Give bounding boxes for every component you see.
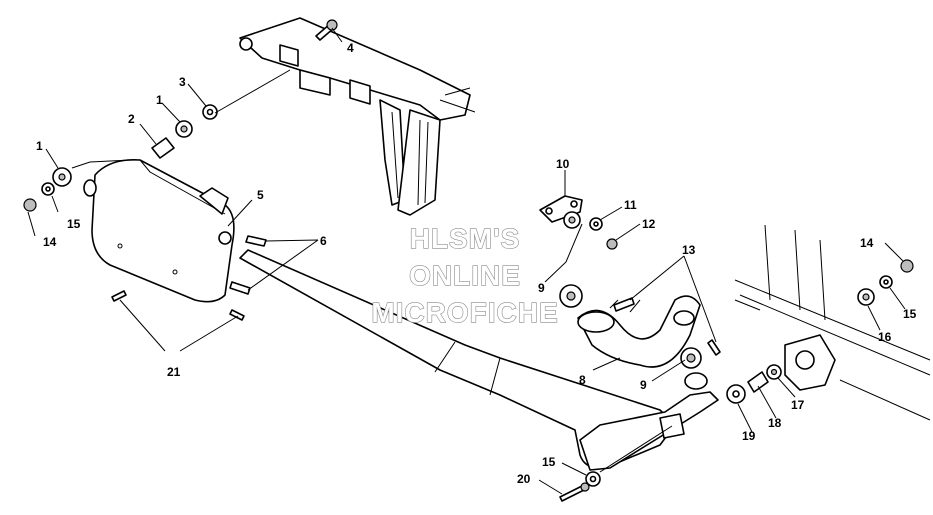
callout-15: 15 <box>903 307 917 321</box>
watermark-line-3: MICROFICHE <box>371 297 558 328</box>
callout-19: 19 <box>742 429 756 443</box>
frame-top <box>239 17 476 216</box>
head-pipe <box>577 295 701 368</box>
callout-17: 17 <box>791 398 805 412</box>
watermark: HLSM'S ONLINE MICROFICHE <box>371 222 559 328</box>
callout-9: 9 <box>640 378 647 392</box>
callout-4: 4 <box>347 41 354 55</box>
tailpipe <box>239 249 719 471</box>
callout-18: 18 <box>768 416 782 430</box>
callout-12: 12 <box>642 217 656 231</box>
callout-5: 5 <box>257 188 264 202</box>
callout-20: 20 <box>517 472 531 486</box>
callout-9: 9 <box>538 281 545 295</box>
callout-16: 16 <box>878 330 892 344</box>
callout-labels: 4 3 1 2 1 15 14 5 6 21 10 11 12 13 9 8 9… <box>36 41 917 486</box>
callout-10: 10 <box>556 157 570 171</box>
muffler <box>83 158 235 303</box>
callout-13: 13 <box>682 243 696 257</box>
leader-lines <box>27 27 906 495</box>
callout-2: 2 <box>128 112 135 126</box>
callout-15: 15 <box>67 217 81 231</box>
watermark-line-1: HLSM'S <box>410 223 521 254</box>
callout-1: 1 <box>36 139 43 153</box>
callout-11: 11 <box>624 198 637 212</box>
callout-14: 14 <box>43 235 57 249</box>
callout-21: 21 <box>167 365 181 379</box>
callout-15: 15 <box>542 455 556 469</box>
hardware <box>23 19 914 502</box>
watermark-line-2: ONLINE <box>409 260 521 291</box>
callout-1: 1 <box>156 93 163 107</box>
frame-right <box>734 224 931 421</box>
callout-14: 14 <box>860 236 874 250</box>
callout-3: 3 <box>179 75 186 89</box>
callout-6: 6 <box>320 234 327 248</box>
callout-8: 8 <box>579 373 586 387</box>
